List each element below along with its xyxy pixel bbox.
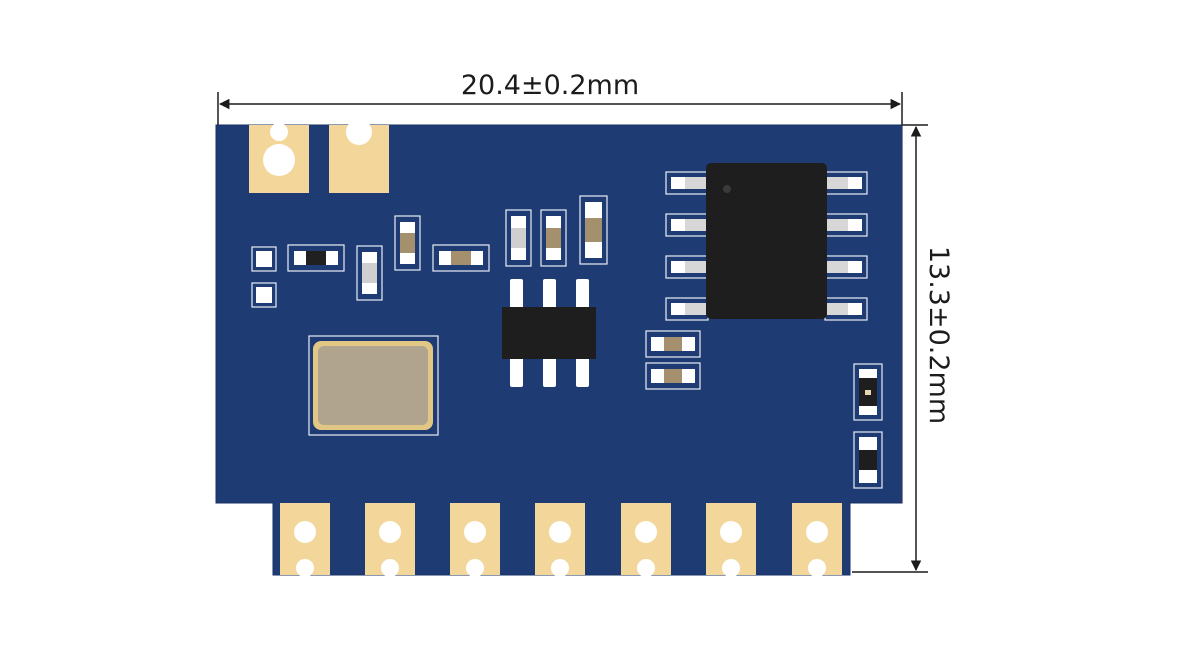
capacitor [505, 209, 532, 267]
capacitor [356, 245, 383, 301]
resistor [287, 244, 345, 272]
capacitor [394, 215, 421, 271]
castellated-pad [792, 503, 842, 577]
capacitor [645, 362, 701, 390]
capacitor [645, 330, 701, 358]
width-dimension-label: 20.4±0.2mm [461, 70, 639, 101]
resistor [853, 431, 883, 489]
sot23-chip [502, 279, 596, 387]
antenna-pad [329, 119, 389, 193]
castellated-pad [535, 503, 585, 577]
capacitor [579, 195, 608, 265]
castellated-pad [706, 503, 756, 577]
castellated-pad [365, 503, 415, 577]
height-dimension-label: 13.3±0.2mm [923, 246, 954, 424]
castellated-pad [621, 503, 671, 577]
width-dimension: 20.4±0.2mm [217, 70, 903, 125]
crystal-oscillator [308, 335, 439, 436]
castellated-pads [280, 503, 842, 577]
led [853, 363, 883, 421]
smd-pad-pair-left [251, 246, 277, 308]
capacitor [540, 209, 567, 267]
height-dimension: 13.3±0.2mm [852, 124, 954, 573]
capacitor [432, 244, 490, 272]
antenna-pad [249, 123, 309, 193]
castellated-pad [280, 503, 330, 577]
castellated-pad [450, 503, 500, 577]
soic8-chip [665, 163, 868, 321]
